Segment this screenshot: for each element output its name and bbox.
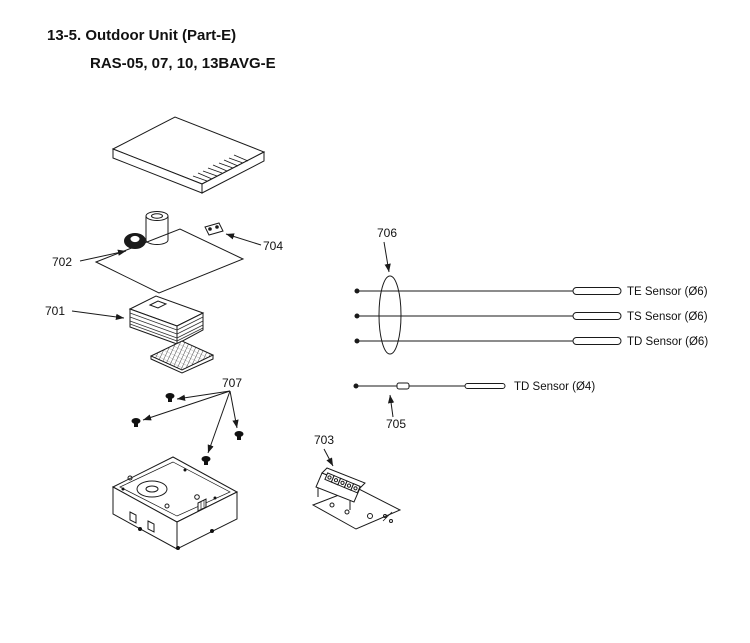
mesh-plate <box>149 340 215 374</box>
grommet <box>131 418 141 427</box>
part-label-701: 701 <box>45 304 65 318</box>
base-pan <box>111 456 239 550</box>
part-703-terminal-assembly <box>311 467 402 530</box>
sensor-td6 <box>354 337 622 345</box>
leader-701 <box>71 310 125 321</box>
part-label-704: 704 <box>263 239 283 253</box>
top-cover-panel <box>111 116 266 194</box>
leader-703 <box>323 448 334 467</box>
grommet <box>165 393 175 402</box>
sensor-label-td6: TD Sensor (Ø6) <box>627 336 708 348</box>
part-label-706: 706 <box>377 226 397 240</box>
sensor-label-ts: TS Sensor (Ø6) <box>627 311 708 323</box>
part-label-703: 703 <box>314 433 334 447</box>
part-704-bracket <box>204 222 224 236</box>
part-label-702: 702 <box>52 255 72 269</box>
grommet <box>201 456 211 465</box>
front-wall-cutout <box>129 511 137 524</box>
section-title: 13-5. Outdoor Unit (Part-E) <box>47 27 237 44</box>
compressor-mount-hole <box>136 480 168 498</box>
vent-slats <box>192 154 249 182</box>
sensor-ts <box>354 312 622 320</box>
part-label-707: 707 <box>222 376 242 390</box>
terminal-screws <box>324 472 361 494</box>
grommet <box>234 431 244 440</box>
part-702-assembly <box>94 211 245 294</box>
part-label-705: 705 <box>386 417 406 431</box>
sensor-te <box>354 287 622 295</box>
leader-705 <box>387 394 395 418</box>
leader-706 <box>383 241 391 273</box>
leaders-707 <box>142 390 239 454</box>
sensor-label-te: TE Sensor (Ø6) <box>627 286 708 298</box>
mounting-plate <box>94 228 245 294</box>
sensor-label-td4: TD Sensor (Ø4) <box>514 381 595 393</box>
model-list-subtitle: RAS-05, 07, 10, 13BAVG-E <box>90 55 276 72</box>
front-wall-cutout <box>147 520 155 533</box>
grommets-707 <box>131 393 244 465</box>
sensor-td4 <box>353 382 506 390</box>
part-701-heatsink <box>128 295 205 345</box>
leader-704 <box>225 233 262 246</box>
leader-702 <box>79 249 127 262</box>
sensor-group-ellipse <box>378 275 402 355</box>
